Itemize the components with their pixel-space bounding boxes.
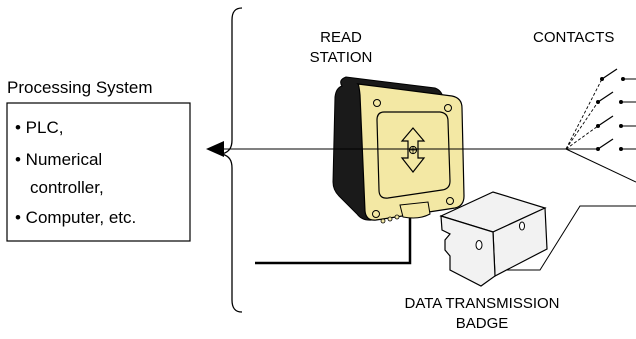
signal-arrowhead-icon [206, 141, 224, 157]
processing-system-item-computer: • Computer, etc. [15, 208, 136, 227]
contact-bus-line [565, 148, 636, 183]
screw-icon [373, 99, 381, 107]
led-icon [387, 216, 393, 222]
switch-blade-icon [597, 91, 614, 103]
contact-link-2 [565, 101, 599, 150]
badge-wire [505, 205, 636, 271]
led-icon [394, 214, 400, 220]
screw-icon [444, 104, 452, 112]
read-station-connector [399, 201, 431, 219]
contact-link-3 [565, 125, 599, 150]
processing-system-item-numerical: • Numerical [15, 150, 102, 169]
switch-blade-icon [597, 138, 614, 150]
read-station [332, 76, 465, 224]
processing-system-title: Processing System [7, 78, 153, 97]
system-brace [219, 7, 243, 313]
processing-system-box [6, 102, 191, 242]
badge-front-face [440, 215, 496, 287]
processing-system-item-controller: controller, [30, 178, 104, 197]
read-station-label-line1: READ [320, 29, 362, 46]
switch-blade-icon [597, 115, 614, 127]
station-output-wire [255, 212, 412, 265]
read-station-label-line2: STATION [310, 49, 373, 66]
switch-blade-icon [601, 68, 618, 80]
led-icon [380, 218, 386, 224]
screw-icon [372, 210, 380, 218]
contacts-group [565, 68, 636, 183]
badge-label-line2: BADGE [456, 315, 509, 332]
screw-icon [446, 197, 454, 205]
data-transmission-badge [439, 191, 548, 287]
processing-system-item-plc: • PLC, [15, 118, 63, 137]
badge-hole-icon [519, 221, 525, 231]
badge-hole-icon [475, 240, 483, 250]
badge-label-line1: DATA TRANSMISSION [404, 295, 559, 312]
contact-link-1 [565, 78, 603, 150]
contacts-label: CONTACTS [533, 29, 614, 46]
